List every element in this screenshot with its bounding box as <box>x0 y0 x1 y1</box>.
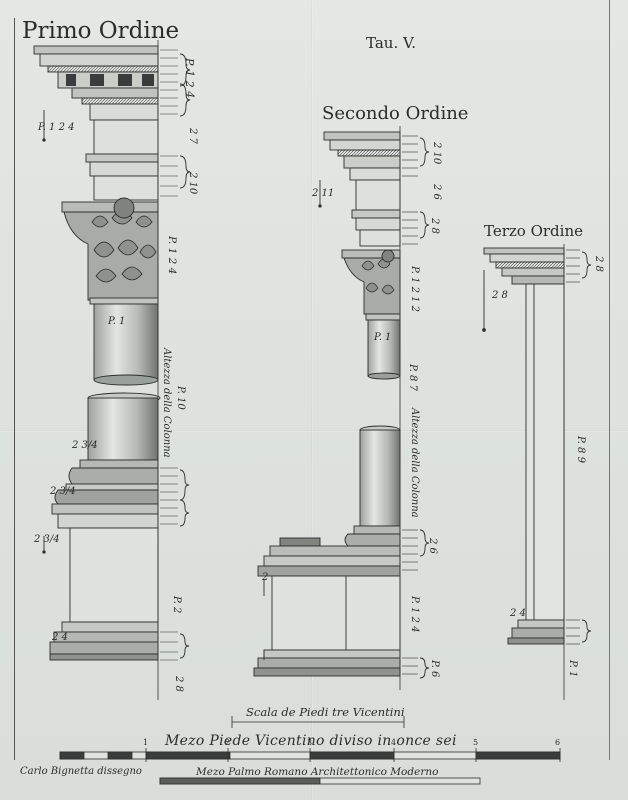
dim-label: 2 3/4 <box>34 534 60 545</box>
scale-tick-label: 4 <box>391 738 397 747</box>
dim-label: 2 8 <box>593 256 604 272</box>
dim-label: 2 6 <box>427 538 438 554</box>
dim-label: P. 1 2 1 2 <box>409 266 420 313</box>
dim-label: 2 8 <box>429 218 440 234</box>
plate-number: Tau. V. <box>366 34 416 52</box>
dim-label: P. 1 <box>567 660 578 678</box>
dim-label: 2 10 <box>431 142 442 165</box>
scale-bars <box>59 716 561 785</box>
engraver-credit: Carlo Bignetta dissegno <box>20 766 142 777</box>
left-border-line <box>14 18 15 760</box>
dim-label: P. 10 <box>175 386 186 410</box>
dim-label: P. 1 2 4 <box>166 236 178 275</box>
dim-label: P. 1 2 4 <box>38 122 75 133</box>
primo-ordine-drawing <box>33 40 191 700</box>
right-border-line <box>609 0 610 760</box>
dim-label: 2 8 <box>173 676 184 692</box>
dim-label: 2 6 <box>431 184 442 200</box>
dim-label: P. 1 <box>374 332 392 343</box>
dim-label: 2 4 <box>510 608 526 619</box>
dim-label: P. 2 <box>171 596 182 614</box>
terzo-ordine-drawing <box>482 244 592 700</box>
title-terzo-ordine: Terzo Ordine <box>484 222 583 240</box>
dim-label: P. 8 7 <box>407 364 418 391</box>
dim-label: 2 <box>262 572 269 583</box>
dim-label: P. 1 2 4 <box>409 596 420 633</box>
dim-label: P. 8 9 <box>575 436 586 463</box>
dim-label: 2 8 <box>492 290 508 301</box>
dim-label: P. 6 <box>429 660 440 678</box>
column-height-label: Altezza della Colonna <box>409 408 420 518</box>
dim-label: P. 1 2 4 <box>183 58 196 99</box>
secondo-ordine-drawing <box>253 126 430 690</box>
dim-label: 2 11 <box>312 188 335 199</box>
fold-line-vertical <box>311 0 313 800</box>
scale-caption-palmo: Mezo Palmo Romano Architettonico Moderno <box>196 766 439 778</box>
scale-title: Scala de Piedi tre Vicentini <box>246 705 405 719</box>
title-secondo-ordine: Secondo Ordine <box>322 103 469 124</box>
scale-tick-label: 1 <box>143 738 149 747</box>
scale-tick-label: 5 <box>473 738 479 747</box>
scale-tick-label: 6 <box>555 738 561 747</box>
title-primo-ordine: Primo Ordine <box>22 18 180 44</box>
scale-tick-label: 3 <box>307 738 313 747</box>
fold-line-horizontal <box>0 430 628 432</box>
dim-label: P. 1 <box>108 316 126 327</box>
column-height-label: Altezza della Colonna <box>161 348 172 458</box>
dim-label: 2 3/4 <box>72 440 98 451</box>
dim-label: 2 3/4 <box>50 486 76 497</box>
dim-label: 2 7 <box>187 128 198 144</box>
dim-label: 2 4 <box>52 632 68 643</box>
dim-label: 2 10 <box>187 172 198 195</box>
scale-caption-piede: Mezo Piede Vicentino diviso in once sei <box>165 733 457 749</box>
scale-tick-label: 2 <box>225 738 231 747</box>
